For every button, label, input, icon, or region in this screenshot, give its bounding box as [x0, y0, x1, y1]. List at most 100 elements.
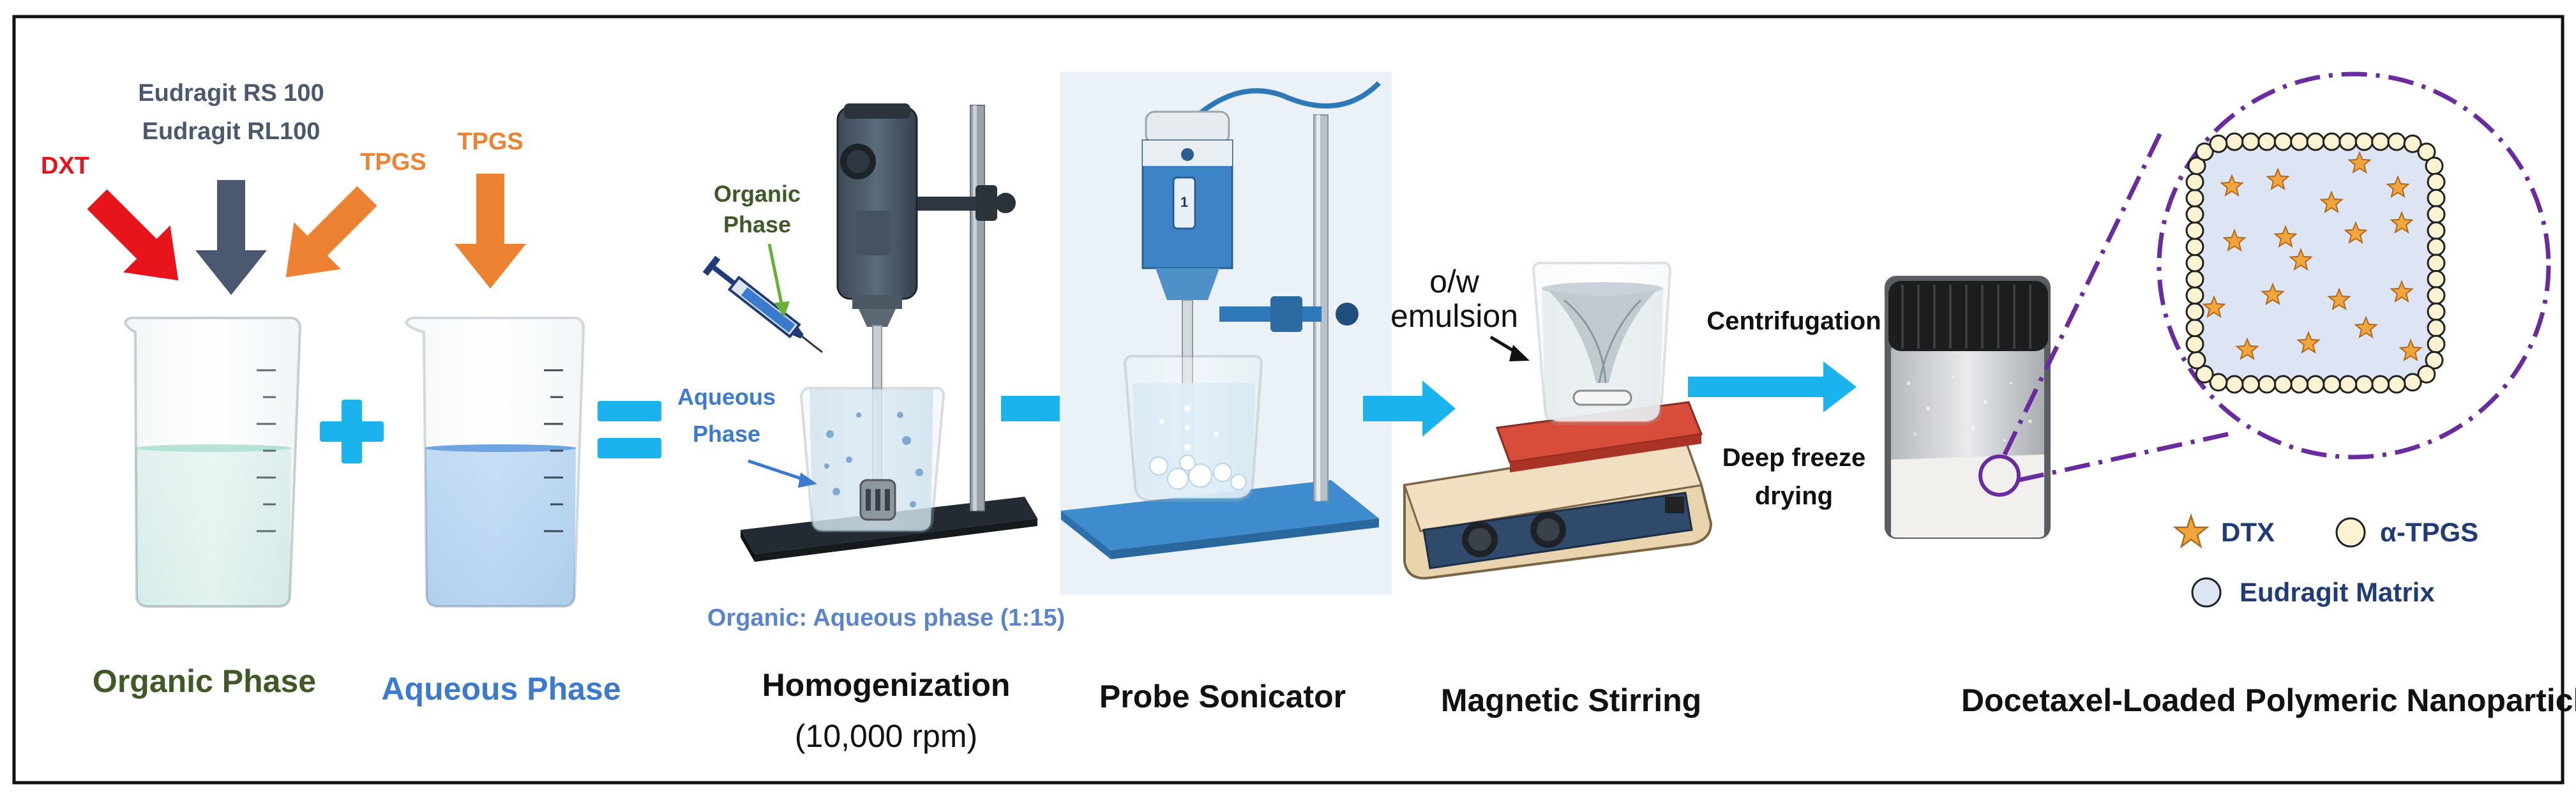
tpgs-bead [2185, 302, 2204, 321]
process-arrow-2 [1363, 380, 1456, 437]
dxt-label: DXT [41, 153, 89, 179]
tpgs-bead [2273, 132, 2293, 151]
dtx-star-icon [2273, 225, 2298, 248]
magnetic-stirring-title: Magnetic Stirring [1441, 682, 1701, 718]
tpgs-bead [2425, 350, 2444, 370]
tpgs-bead [2322, 132, 2341, 151]
organic-pointer-head [774, 301, 790, 318]
nanoparticle-vial [1885, 276, 2051, 539]
tpgs-bead [2417, 365, 2436, 384]
process-arrow-3 [1688, 361, 1857, 412]
tpgs-arrow-left [285, 186, 377, 278]
tpgs-bead [2339, 132, 2358, 151]
tpgs-bead [2209, 134, 2228, 153]
legend-tpgs-icon [2335, 517, 2366, 548]
sonicator-dial-digit: 1 [1180, 194, 1188, 210]
tpgs-bead [2427, 237, 2446, 257]
tpgs-bead [2306, 132, 2325, 151]
tpgs-bead [2306, 375, 2325, 394]
tpgs-bead [2427, 269, 2446, 289]
tpgs-bead [2187, 350, 2206, 370]
plus-icon [320, 400, 384, 463]
aqueous-phase-label: Aqueous [677, 384, 776, 410]
legend-dtx-star-icon [2173, 513, 2210, 549]
tpgs-bead [2273, 375, 2293, 394]
emulsion-pointer-head [1509, 345, 1530, 361]
tpgs-bead [2185, 221, 2204, 240]
dtx-star-icon [2296, 331, 2321, 354]
nanoparticle-magnified [2185, 132, 2446, 394]
dtx-star-icon [2399, 338, 2423, 361]
equals-icon [598, 401, 661, 458]
aqueous-phase-title: Aqueous Phase [381, 671, 621, 707]
organic-phase-beaker [123, 316, 302, 608]
organic-pointer-arrow [767, 243, 784, 307]
dtx-star-icon [2289, 248, 2313, 271]
legend-matrix-label: Eudragit Matrix [2240, 577, 2435, 607]
tpgs-bead [2195, 365, 2214, 384]
tpgs-bead [2185, 286, 2204, 305]
tpgs-bead [2185, 205, 2204, 224]
tpgs-bead [2290, 132, 2309, 151]
eudragit-rs100-label: Eudragit RS 100 [138, 80, 324, 107]
dtx-star-icon [2344, 221, 2368, 244]
dtx-star-icon [2354, 315, 2378, 338]
tpgs-bead [2427, 335, 2446, 354]
dtx-star-icon [2327, 287, 2351, 310]
tpgs-bead [2427, 319, 2446, 338]
tpgs-shell [2185, 132, 2446, 394]
probe-sonicator-title: Probe Sonicator [1099, 679, 1346, 714]
tpgs-bead [2209, 373, 2228, 392]
legend-tpgs-label: α-TPGS [2380, 517, 2478, 547]
organic-phase-label: Organic [714, 181, 801, 207]
homogenization-speed: (10,000 rpm) [795, 718, 977, 754]
dtx-star-icon [2222, 229, 2247, 252]
dtx-star-icon [2220, 174, 2244, 197]
tpgs-bead [2257, 132, 2277, 151]
centrifugation-label: Centrifugation [1706, 307, 1881, 335]
nanoparticles-title: Docetaxel-Loaded Polymeric Nanoparticles [1961, 682, 2576, 718]
tpgs-bead [2427, 302, 2446, 321]
eudragit-rl100-label: Eudragit RL100 [142, 118, 320, 145]
dtx-star-icon [2390, 280, 2414, 303]
tpgs-bead [2417, 142, 2436, 162]
tpgs-bead [2403, 134, 2422, 153]
tpgs-bead [2185, 335, 2204, 354]
dxt-arrow [87, 189, 179, 281]
deep-freeze-label: Deep freeze [1722, 444, 1866, 472]
tpgs-bead [2257, 375, 2277, 394]
tpgs-bead [2195, 142, 2214, 162]
tpgs-bead [2427, 205, 2446, 224]
zoom-boundary [2157, 72, 2551, 460]
dtx-star-icon [2347, 151, 2372, 174]
zoom-line-upper [2002, 126, 2165, 456]
tpgs-bead [2322, 375, 2341, 394]
dtx-stars [2202, 151, 2423, 361]
legend-dtx-label: DTX [2221, 517, 2275, 547]
tpgs-bead [2387, 375, 2406, 394]
tpgs-bead [2185, 237, 2204, 257]
dtx-star-icon [2319, 190, 2344, 213]
eudragit-arrow [195, 180, 267, 295]
tpgs-bead [2185, 172, 2204, 192]
drying-label: drying [1755, 482, 1833, 510]
tpgs-bead [2387, 132, 2406, 151]
tpgs-bead [2225, 132, 2244, 151]
tpgs-label-right: TPGS [457, 128, 523, 155]
ratio-label: Organic: Aqueous phase (1:15) [707, 605, 1065, 631]
tpgs-bead [2187, 156, 2206, 176]
tpgs-bead [2427, 172, 2446, 192]
tpgs-bead [2339, 375, 2358, 394]
dtx-star-icon [2235, 337, 2259, 360]
magnetic-stirrer-apparatus [1403, 261, 1713, 580]
dtx-star-icon [2202, 295, 2226, 318]
organic-phase-label-2: Phase [723, 211, 791, 237]
tpgs-bead [2371, 375, 2390, 394]
aqueous-pointer-head [798, 472, 817, 488]
tpgs-bead [2354, 375, 2374, 394]
aqueous-phase-label-2: Phase [693, 421, 760, 447]
tpgs-bead [2425, 156, 2444, 176]
aqueous-pointer-arrow [748, 459, 806, 482]
syringe-icon [702, 255, 823, 353]
